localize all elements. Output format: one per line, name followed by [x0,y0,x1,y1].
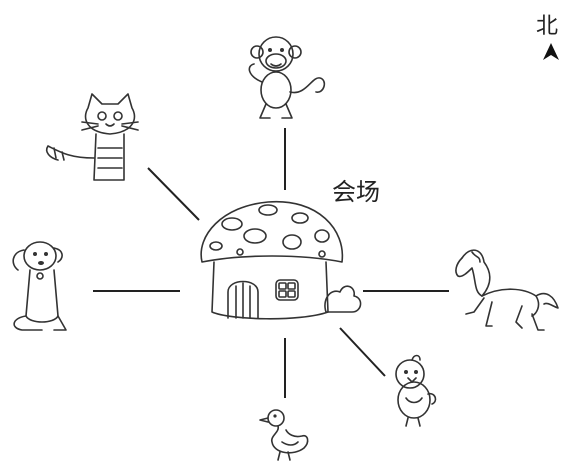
compass: 北 [536,14,559,60]
chick-icon [395,354,437,427]
north-label: 北 [536,14,558,39]
venue-label: 会场 [332,178,380,206]
connector-southeast [339,327,386,377]
horse-icon [455,249,559,331]
dog-icon [12,241,67,331]
duck-icon [259,409,309,461]
north-arrow-icon [543,43,559,60]
connector-northwest [147,167,200,221]
monkey-icon [248,36,326,119]
connector-lines [93,128,449,398]
cat-icon [45,93,139,181]
mushroom-house-icon [200,200,362,320]
